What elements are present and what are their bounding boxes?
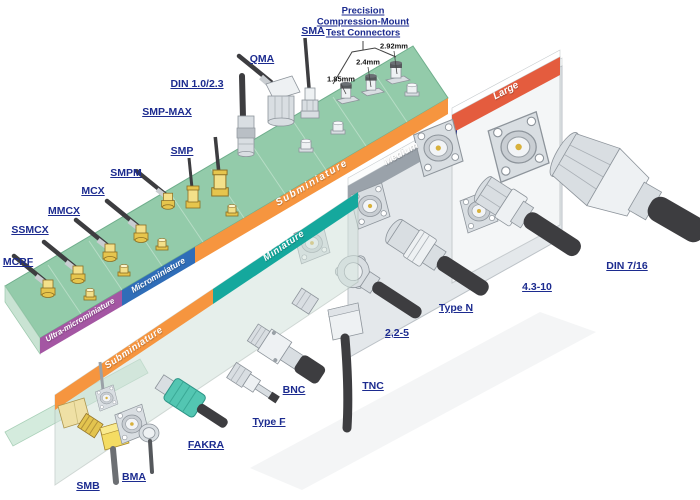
sma-connector [299, 36, 321, 120]
label-din-7-16: DIN 7/16 [606, 260, 648, 272]
smt-jack [155, 237, 169, 251]
tnc-connector [291, 287, 364, 433]
label-smp: SMP [170, 145, 194, 157]
qma-connector [236, 53, 301, 127]
label-bma: BMA [122, 471, 146, 483]
4-3-10-connector [473, 176, 581, 257]
smt-jack [298, 138, 314, 153]
smt-jack [404, 82, 420, 97]
smt-jack [225, 203, 239, 217]
bnc-connector [246, 323, 326, 384]
band-microminiature [122, 247, 195, 306]
label-mcrf: MCRF [2, 256, 34, 268]
bma-back-connector [94, 361, 119, 412]
smt-jack [83, 287, 97, 301]
label-fakra: FAKRA [187, 439, 225, 451]
smt-jack [117, 263, 131, 277]
label-2-2-5: 2,2-5 [385, 327, 409, 339]
label-mmcx: MMCX [47, 205, 81, 217]
type-f-connector [226, 361, 280, 404]
label-type-n: Type N [438, 302, 474, 314]
annotation-lines [332, 41, 398, 95]
type-n-connector [385, 219, 489, 296]
label-type-f: Type F [252, 416, 286, 428]
size-label-2-92mm: 2.92mm [380, 41, 408, 51]
size-label-2-4mm: 2.4mm [356, 57, 380, 67]
floor-shadow [250, 312, 596, 490]
label-din-1023: DIN 1.0/2.3 [170, 78, 224, 90]
band-subminiature-front [55, 289, 213, 410]
band-subminiature-top [195, 98, 448, 263]
label-smp-max: SMP-MAX [142, 106, 192, 118]
smt-jack [330, 120, 346, 135]
label-qma: QMA [249, 53, 275, 65]
fakra-connector [154, 374, 228, 428]
label-smb: SMB [76, 480, 100, 492]
din-1-0-2-3-connector [236, 73, 256, 157]
label-sma: SMA [301, 25, 325, 37]
label-tnc: TNC [362, 380, 384, 392]
label-ssmcx: SSMCX [11, 224, 49, 236]
label-smpm: SMPM [110, 167, 142, 179]
precision-test-connectors-title: Precision Compression-Mount Test Connect… [316, 5, 410, 39]
label-4-3-10: 4.3-10 [522, 281, 552, 293]
size-label-1-85mm: 1.85mm [327, 74, 355, 84]
bma-connector [114, 403, 160, 474]
label-bnc: BNC [282, 384, 306, 396]
band-miniature [213, 192, 358, 304]
band-ultra-microminiature [40, 290, 122, 354]
label-mcx: MCX [81, 185, 105, 197]
din-7-16-cable-connector [549, 132, 700, 243]
